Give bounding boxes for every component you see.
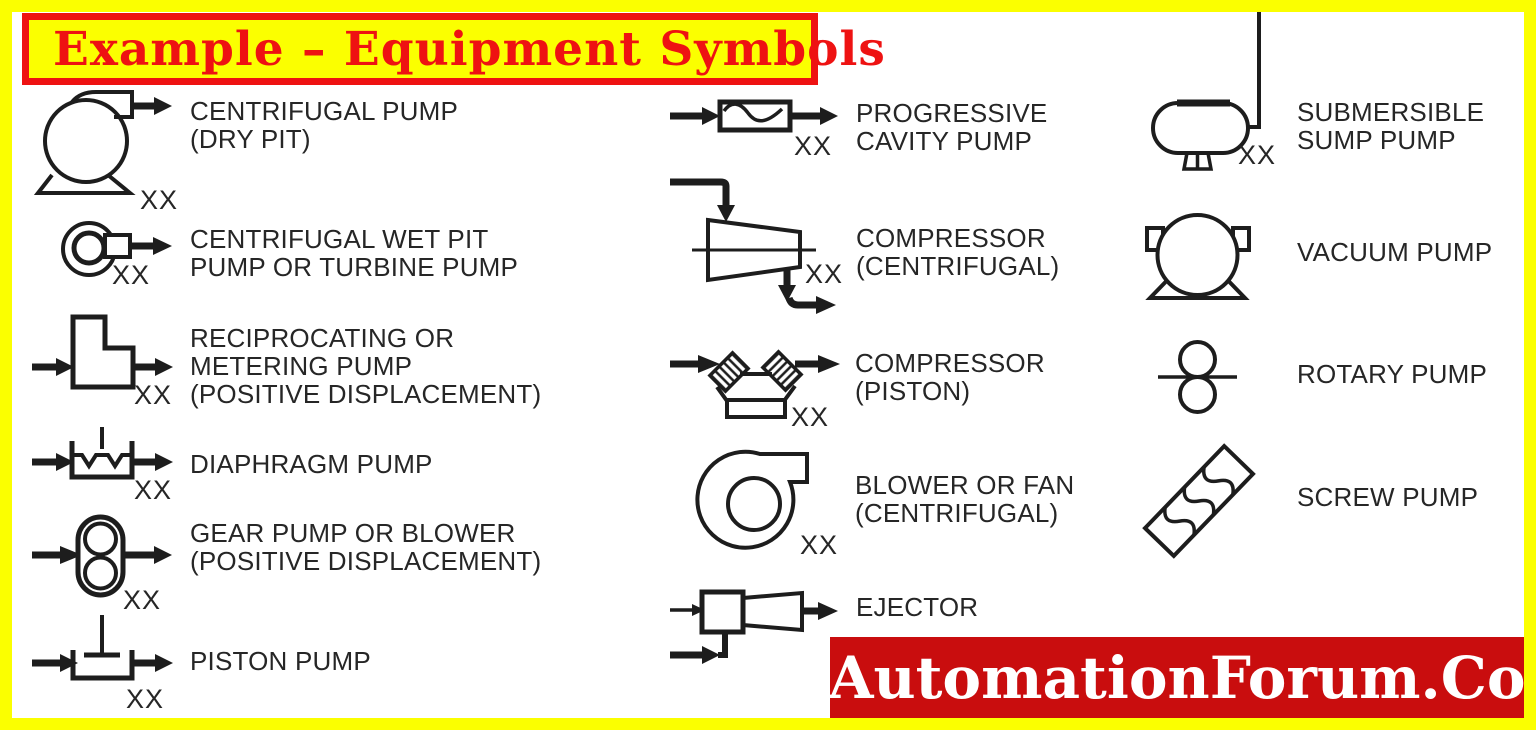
equipment-tag: XX [112,260,151,290]
progressive-cavity-pump-icon [670,99,838,133]
equipment-label: ROTARY PUMP [1297,359,1488,389]
legend-item [30,88,180,208]
legend-item [30,310,175,410]
equipment-label: GEAR PUMP OR BLOWER (POSITIVE DISPLACEME… [190,518,542,576]
legend-item [668,96,840,136]
vacuum-pump-icon [1145,213,1251,300]
reciprocating-metering-pump-icon [32,314,173,390]
equipment-label: PISTON PUMP [190,646,371,676]
equipment-tag: XX [126,684,165,714]
rotary-pump-icon [1158,340,1237,414]
equipment-tag: XX [805,259,844,289]
legend-item [55,218,180,293]
page-title: Example – Equipment Symbols [53,21,886,77]
centrifugal-wet-pit-pump-icon [61,221,172,277]
equipment-label: VACUUM PUMP [1297,237,1493,267]
blower-or-fan-centrifugal-icon [695,449,809,550]
legend-item [30,512,175,617]
equipment-tag: XX [800,530,839,560]
legend-item [1140,12,1275,172]
ejector-icon [670,589,838,664]
equipment-label: PROGRESSIVE CAVITY PUMP [856,98,1048,156]
diaphragm-pump-icon [32,427,173,480]
legend-item [30,425,175,505]
equipment-label: COMPRESSOR (CENTRIFUGAL) [856,223,1060,281]
equipment-tag: XX [123,585,162,615]
equipment-label: SCREW PUMP [1297,482,1479,512]
piston-pump-icon [32,615,173,681]
watermark-banner: AutomationForum.Co [828,637,1526,718]
equipment-label: RECIPROCATING OR METERING PUMP (POSITIVE… [190,323,542,409]
equipment-tag: XX [794,131,833,161]
compressor-piston-icon [670,349,840,419]
legend-item [668,172,843,320]
legend-item [1145,213,1257,305]
equipment-tag: XX [134,475,173,505]
equipment-tag: XX [140,185,179,215]
compressor-centrifugal-icon [670,178,836,314]
legend-item [1158,340,1240,415]
centrifugal-pump-dry-pit-icon [33,90,172,195]
gear-pump-or-blower-icon [32,514,172,598]
legend-item [668,348,843,433]
legend-item [695,449,843,565]
equipment-label: SUBMERSIBLE SUMP PUMP [1297,97,1485,155]
equipment-label: BLOWER OR FAN (CENTRIFUGAL) [855,470,1075,528]
legend-item [668,585,843,670]
equipment-label: DIAPHRAGM PUMP [190,449,433,479]
equipment-label: COMPRESSOR (PISTON) [855,348,1045,406]
equipment-label: CENTRIFUGAL PUMP (DRY PIT) [190,96,459,154]
watermark-text: AutomationForum.Co [828,643,1526,712]
equipment-tag: XX [134,380,173,410]
screw-pump-icon [1142,443,1256,559]
submersible-sump-pump-icon [1151,12,1261,171]
legend-item [1135,440,1265,565]
equipment-label: EJECTOR [856,592,979,622]
title-banner: Example – Equipment Symbols [22,13,885,85]
equipment-label: CENTRIFUGAL WET PIT PUMP OR TURBINE PUMP [190,224,519,282]
equipment-tag: XX [791,402,830,432]
legend-item [30,608,175,688]
equipment-tag: XX [1238,140,1277,170]
